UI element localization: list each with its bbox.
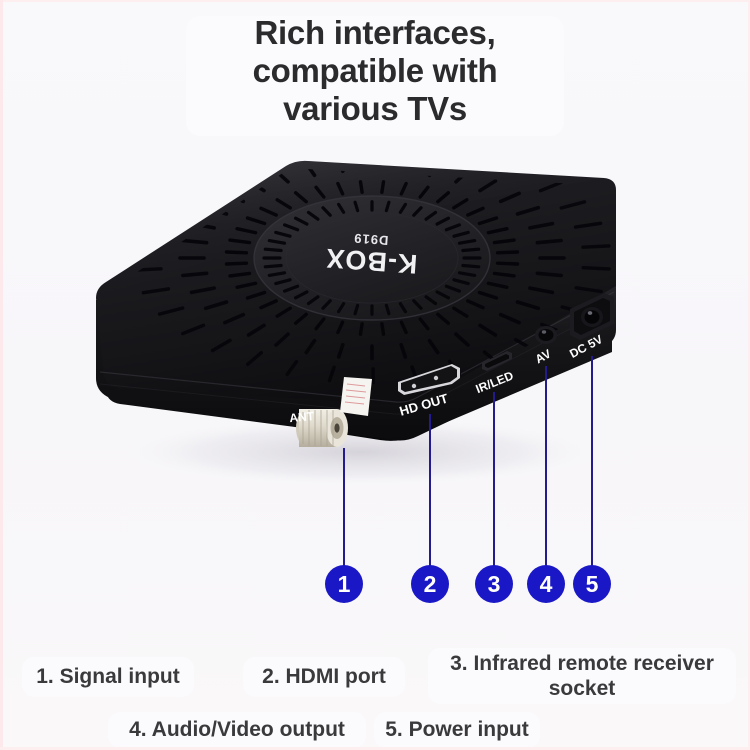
leader-line-1: [343, 448, 345, 566]
caption-infrared-socket: 3. Infrared remote receiver socket: [428, 648, 736, 704]
callout-badge-4[interactable]: 4: [527, 565, 565, 603]
page-title: Rich interfaces, compatible with various…: [0, 14, 750, 128]
caption-hdmi-port: 2. HDMI port: [243, 657, 405, 697]
callout-badge-3[interactable]: 3: [475, 565, 513, 603]
callout-badge-4-number: 4: [539, 570, 553, 597]
leader-line-2: [429, 414, 431, 566]
heading-line-1: Rich interfaces,: [254, 14, 496, 51]
callout-badge-1[interactable]: 1: [325, 565, 363, 603]
brand-mark: K-BOX D919: [324, 231, 418, 279]
brand-model: D919: [353, 231, 389, 248]
callout-badge-2-number: 2: [423, 570, 437, 597]
device-top-gloss: [96, 160, 604, 298]
heading-line-2: compatible with: [252, 52, 498, 89]
device-front-face: [106, 286, 616, 441]
leader-line-4: [545, 366, 547, 566]
callout-badge-5-number: 5: [585, 570, 599, 597]
port-label-av: AV: [533, 347, 554, 367]
chassis-seam-2: [99, 305, 615, 415]
warning-sticker: [340, 377, 372, 416]
port-av: AV: [533, 326, 557, 366]
callout-badge-1-number: 1: [337, 570, 351, 597]
leader-line-3: [493, 392, 495, 566]
chassis-seam: [99, 291, 615, 403]
port-label-ant: ANT: [289, 409, 315, 425]
port-antenna-coax: ANT: [289, 409, 348, 447]
leader-line-5: [591, 356, 593, 566]
caption-av-output: 4. Audio/Video output: [108, 712, 366, 748]
device-shadow: [110, 416, 610, 488]
caption-power-input: 5. Power input: [374, 712, 540, 748]
callout-badge-3-number: 3: [487, 570, 501, 597]
brand-name: K-BOX: [324, 243, 418, 279]
center-disc: [254, 196, 490, 320]
heading-line-3: various TVs: [283, 90, 467, 127]
left-pink-edge: [0, 0, 3, 750]
callout-badge-5[interactable]: 5: [573, 565, 611, 603]
callout-badge-2[interactable]: 2: [411, 565, 449, 603]
heading-backdrop: [186, 16, 564, 136]
caption-signal-input: 1. Signal input: [22, 657, 194, 697]
